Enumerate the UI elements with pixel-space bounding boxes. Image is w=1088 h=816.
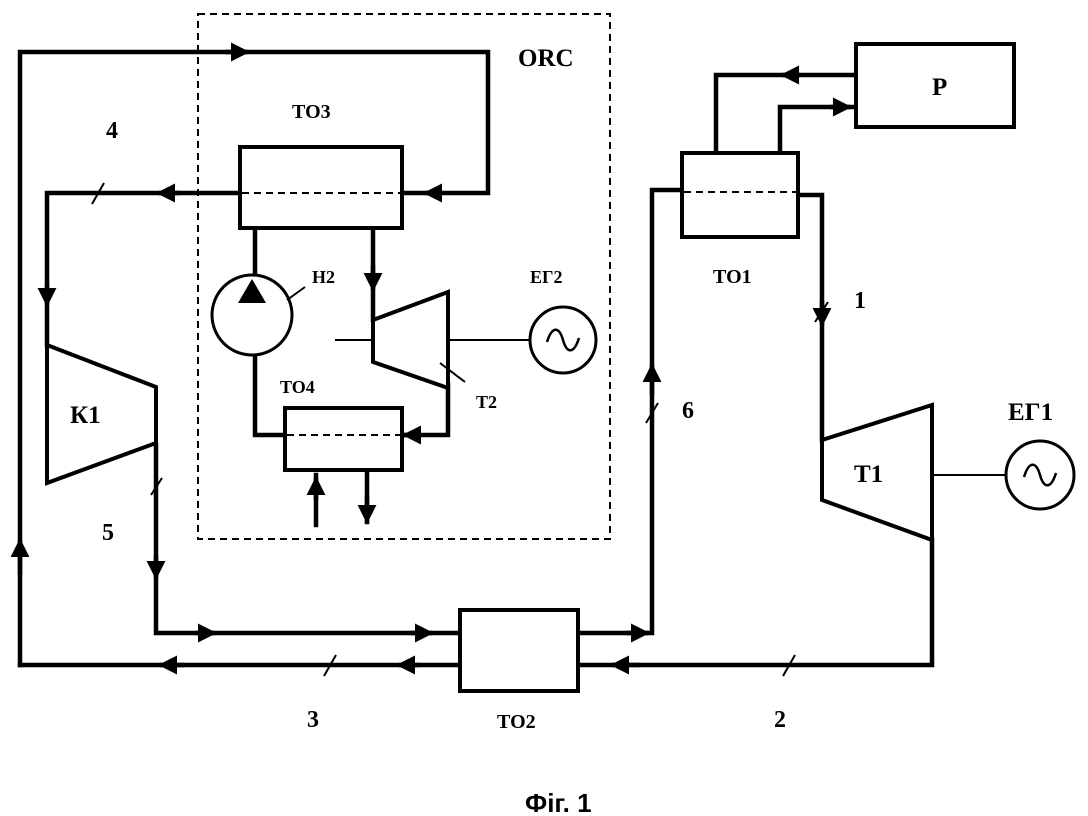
generator-eg2 — [528, 305, 598, 375]
to2-label: ТО2 — [497, 711, 536, 733]
consumer-r — [854, 42, 1016, 129]
t2-label: Т2 — [476, 392, 497, 412]
figure-caption: Фіг. 1 — [525, 788, 592, 816]
flow-2-label: 2 — [774, 707, 786, 733]
to1-to-r-pipe — [713, 72, 859, 156]
n2-leader — [286, 286, 306, 301]
r-to-to1-pipe — [777, 104, 859, 156]
flow-arrows — [10, 42, 852, 675]
flow-6-pipe — [575, 187, 685, 636]
t2-leader — [439, 362, 466, 383]
sine-wave-icon — [545, 328, 581, 352]
heat-exchanger-to3 — [238, 145, 404, 230]
flow-4-label: 4 — [106, 118, 118, 144]
sine-wave-icon — [1022, 463, 1058, 487]
turbine-t2 — [371, 289, 450, 391]
flow-3-label: 3 — [307, 707, 319, 733]
flow-6-label: 6 — [682, 398, 694, 424]
eg2-label: ЕГ2 — [530, 267, 562, 287]
heat-exchanger-to1 — [680, 151, 800, 239]
compressor-k1 — [45, 342, 158, 486]
flow-1-pipe — [795, 192, 825, 443]
orc-t2-to-to4-pipe — [399, 382, 451, 438]
n2-label: Н2 — [312, 267, 335, 287]
flow-4-pipe — [44, 190, 243, 348]
heat-exchanger-to2 — [458, 608, 580, 693]
t1-label: Т1 — [854, 461, 883, 488]
pump-n2 — [210, 273, 294, 357]
heat-exchanger-to4 — [283, 406, 404, 472]
flow-5-pipe — [153, 442, 463, 636]
orc-to4-to-pump-pipe — [252, 354, 288, 438]
flow-5-label: 5 — [102, 520, 114, 546]
flow-label-ticks — [91, 182, 829, 677]
to1-label: ТО1 — [713, 266, 752, 288]
to4-label: ТО4 — [280, 377, 315, 397]
flow-2-pipe — [575, 537, 935, 668]
orc-label: ORC — [518, 45, 574, 72]
to3-label: ТО3 — [292, 101, 331, 123]
pump-triangle-icon — [238, 279, 266, 303]
eg1-label: ЕГ1 — [1008, 399, 1053, 426]
orc-boundary — [197, 13, 611, 540]
generator-eg1 — [1004, 439, 1076, 511]
turbine-t1 — [820, 402, 934, 543]
flow-1-label: 1 — [854, 288, 866, 314]
r-label: Р — [932, 74, 947, 101]
k1-label: К1 — [70, 402, 101, 429]
return-pipe-top — [17, 49, 491, 668]
